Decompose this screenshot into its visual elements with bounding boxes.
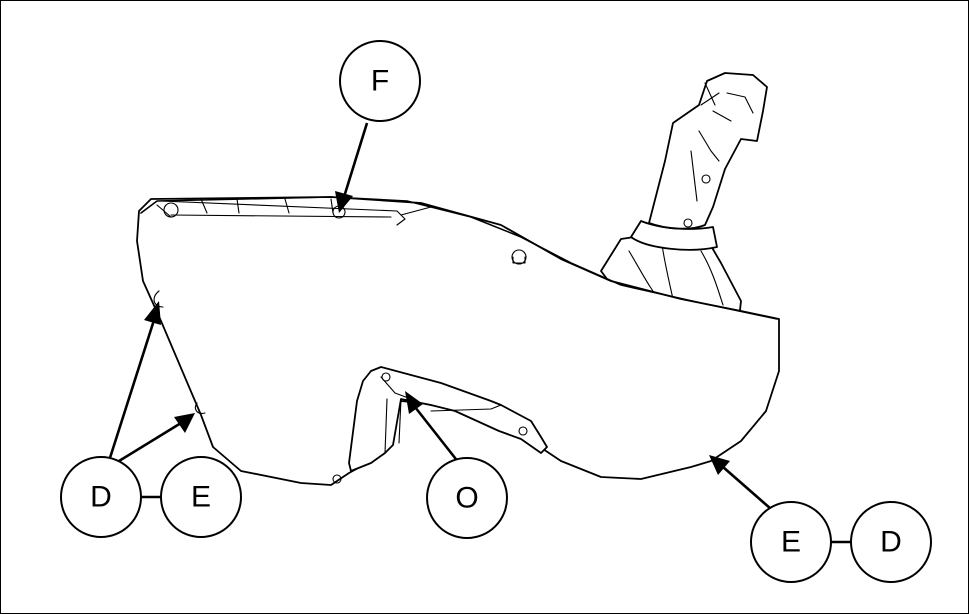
callout-F: F (339, 40, 421, 122)
callout-D-left: D (60, 456, 142, 538)
joystick-grip (648, 72, 768, 230)
arrowhead-E-left (174, 413, 195, 433)
callout-D-right-label: D (880, 526, 902, 559)
console-shell (136, 196, 780, 486)
leader-lines (107, 122, 851, 544)
arrowhead-O (405, 391, 423, 414)
callout-D-right: D (850, 501, 932, 583)
callout-E-right: E (750, 501, 832, 583)
leader-O (413, 406, 461, 464)
arrowhead-D-left (144, 301, 161, 325)
mounting-bracket (348, 366, 548, 472)
leader-E-left (118, 421, 182, 463)
callout-O-label: O (455, 482, 478, 515)
joystick (600, 72, 768, 320)
callout-E-left-label: E (191, 481, 211, 514)
callout-E-right-label: E (781, 526, 801, 559)
callout-F-label: F (371, 65, 389, 98)
leader-E-right (722, 466, 772, 510)
callout-E-left: E (160, 456, 242, 538)
callout-O: O (426, 457, 508, 539)
callout-D-left-label: D (90, 481, 112, 514)
arrowhead-E-right (709, 455, 730, 475)
leader-D-left (107, 316, 157, 462)
arrowhead-F (335, 191, 353, 213)
leader-F (342, 122, 369, 198)
